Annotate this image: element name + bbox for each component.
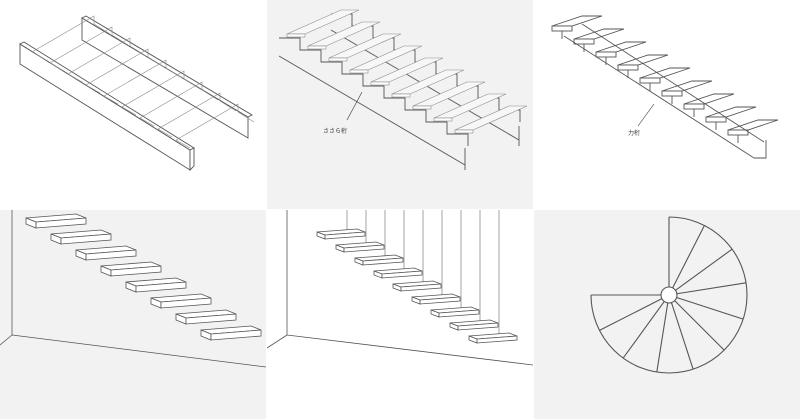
spiral-stair-plan-drawing xyxy=(590,216,748,374)
riser-line xyxy=(175,139,191,149)
tread-edge xyxy=(286,33,306,38)
tread-divider xyxy=(676,282,747,295)
tread-front xyxy=(727,129,749,136)
floating-tread-front xyxy=(210,329,262,341)
tread-divider xyxy=(599,298,663,331)
tread-edge xyxy=(454,129,474,134)
suspended-tread-front xyxy=(476,335,518,344)
floating-tread-front xyxy=(185,313,237,325)
open-stringer-label: ささら桁 xyxy=(323,128,348,135)
tread-front xyxy=(661,90,683,97)
riser-line xyxy=(67,73,83,83)
panel-center-stringer-stair: 力桁 xyxy=(534,0,800,209)
tread-edge xyxy=(412,105,432,110)
panel-cantilever-stair xyxy=(0,210,266,419)
tread-line xyxy=(49,26,129,64)
suspended-tread-front xyxy=(419,296,461,305)
tread-edge xyxy=(307,45,327,50)
tread-edge xyxy=(370,81,390,86)
tread-divider xyxy=(670,302,694,370)
center-post xyxy=(660,286,678,304)
center-stringer-stair-drawing xyxy=(551,15,779,159)
tread-front xyxy=(573,38,595,45)
panel-side-stringer-stair xyxy=(0,0,266,209)
tread-top xyxy=(551,15,603,27)
tread-top xyxy=(705,106,757,118)
side-stringer-stair-drawing xyxy=(19,15,255,172)
panel-spiral-stair-plan xyxy=(534,210,800,419)
center-stringer-top xyxy=(581,23,765,143)
tread-divider xyxy=(656,302,669,373)
tread-divider xyxy=(672,225,705,289)
floating-tread-front xyxy=(110,265,162,277)
tread-front xyxy=(551,25,573,32)
suspended-tread-front xyxy=(438,309,480,318)
riser-line xyxy=(49,62,65,72)
panel-open-stringer-stair: ささら桁 xyxy=(267,0,533,209)
open-stringer-stair-drawing xyxy=(278,9,528,170)
tread-divider xyxy=(622,301,665,359)
riser-line xyxy=(31,51,47,61)
suspended-tread-front xyxy=(343,244,385,253)
floating-tread-front xyxy=(160,297,212,309)
suspended-tread-front xyxy=(381,270,423,279)
tread-top xyxy=(573,28,625,40)
tread-top xyxy=(639,67,691,79)
panel-suspended-stair xyxy=(267,210,533,419)
tread-edge xyxy=(349,69,369,74)
suspended-stair-drawing xyxy=(267,210,533,366)
tread-top xyxy=(661,80,713,92)
riser-line xyxy=(157,128,173,138)
tread-line xyxy=(139,81,219,119)
tread-line xyxy=(31,15,111,53)
floating-tread-front xyxy=(135,281,187,293)
center-stringer-label: 力桁 xyxy=(628,130,641,137)
tread-line xyxy=(67,37,147,75)
tread-line xyxy=(103,59,183,97)
tread-front xyxy=(705,116,727,123)
tread-front xyxy=(639,77,661,84)
riser-line xyxy=(85,84,101,94)
tread-front xyxy=(683,103,705,110)
tread-line xyxy=(121,70,201,108)
suspended-tread-front xyxy=(457,322,499,331)
riser-line xyxy=(103,95,119,105)
floating-tread-front xyxy=(35,217,87,229)
tread-top xyxy=(595,41,647,53)
tread-line xyxy=(157,92,237,130)
riser-line xyxy=(139,117,155,127)
tread-divider xyxy=(675,248,733,291)
center-stringer-edge xyxy=(563,35,755,159)
cantilever-stair-drawing xyxy=(0,210,266,368)
floating-tread-front xyxy=(60,233,112,245)
tread-edge xyxy=(328,57,348,62)
riser-line xyxy=(121,106,137,116)
floating-tread-front xyxy=(85,249,137,261)
spiral-outer-edge xyxy=(590,216,748,374)
tread-divider xyxy=(676,296,744,320)
tread-front xyxy=(617,64,639,71)
tread-front xyxy=(595,51,617,58)
tread-edge xyxy=(391,93,411,98)
tread-line xyxy=(85,48,165,86)
suspended-tread-front xyxy=(400,283,442,292)
suspended-tread-front xyxy=(362,257,404,266)
tread-line xyxy=(175,103,255,141)
stringer-foot xyxy=(754,140,767,159)
tread-divider xyxy=(674,300,725,351)
tread-edge xyxy=(433,117,453,122)
suspended-tread-front xyxy=(324,231,366,240)
tread-top xyxy=(727,119,779,131)
